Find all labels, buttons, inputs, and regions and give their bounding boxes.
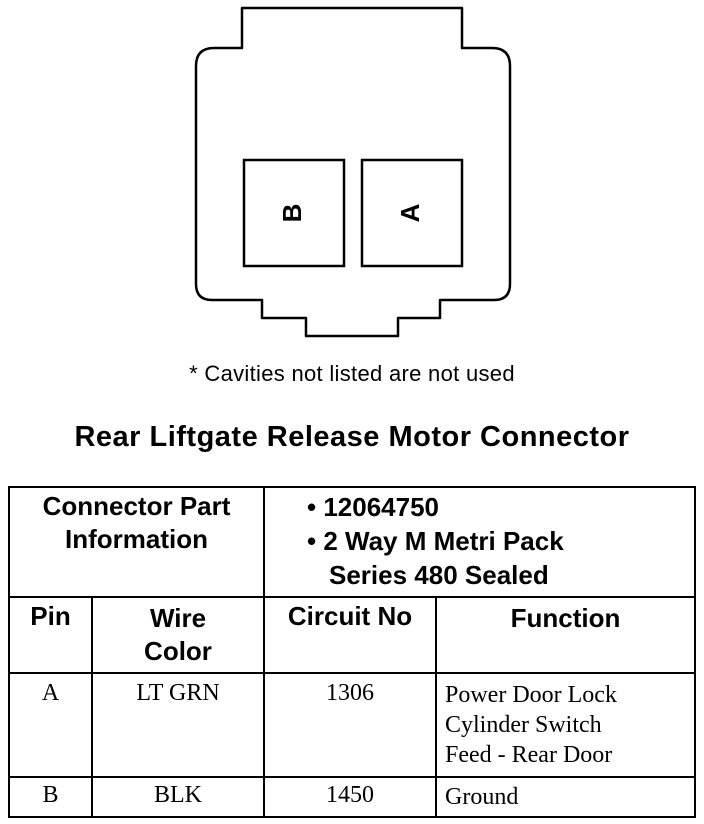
circuit-no-cell: 1450 [263, 776, 437, 818]
part-info-label-cell: Connector Part Information [8, 486, 265, 598]
wire-color-header: Wire Color [91, 596, 265, 674]
pin-cell: B [8, 776, 93, 818]
part-info-label-line: Connector Part [42, 491, 231, 521]
connector-type-value: • 2 Way M Metri Pack [307, 526, 564, 556]
connector-title: Rear Liftgate Release Motor Connector [74, 421, 630, 453]
cavity-a-label: A [395, 203, 425, 222]
circuit-no-header: Circuit No [263, 596, 437, 674]
function-line: Ground [445, 784, 519, 810]
cavity-b-label: B [277, 204, 307, 223]
function-cell: Ground [435, 776, 696, 818]
wire-color-cell: BLK [91, 776, 265, 818]
cavity-a [360, 158, 464, 268]
cavity-b [242, 158, 346, 268]
pin-header: Pin [8, 596, 93, 674]
table-row: B BLK 1450 Ground [8, 776, 696, 818]
circuit-no-cell: 1306 [263, 672, 437, 778]
connector-housing-outline [194, 6, 512, 338]
wire-color-header-line: Color [144, 636, 212, 666]
connector-table: Connector Part Information • 12064750 • … [8, 486, 696, 818]
function-line: Feed - Rear Door [445, 742, 613, 768]
part-info-label-line: Information [65, 524, 208, 554]
function-cell: Power Door Lock Cylinder Switch Feed - R… [435, 672, 696, 778]
wire-color-header-line: Wire [149, 603, 207, 633]
connector-series-value: Series 480 Sealed [329, 560, 549, 590]
function-header: Function [435, 596, 696, 674]
part-number-value: • 12064750 [307, 492, 440, 522]
connector-face-diagram: B A [194, 6, 512, 338]
unused-cavities-note: * Cavities not listed are not used [189, 361, 515, 386]
function-line: Cylinder Switch [445, 712, 602, 738]
table-header-row: Pin Wire Color Circuit No Function [8, 596, 696, 674]
part-info-row: Connector Part Information • 12064750 • … [8, 486, 696, 598]
pin-cell: A [8, 672, 93, 778]
table-row: A LT GRN 1306 Power Door Lock Cylinder S… [8, 672, 696, 778]
part-info-values-cell: • 12064750 • 2 Way M Metri Pack Series 4… [263, 486, 696, 598]
function-line: Power Door Lock [445, 682, 617, 708]
wire-color-cell: LT GRN [91, 672, 265, 778]
